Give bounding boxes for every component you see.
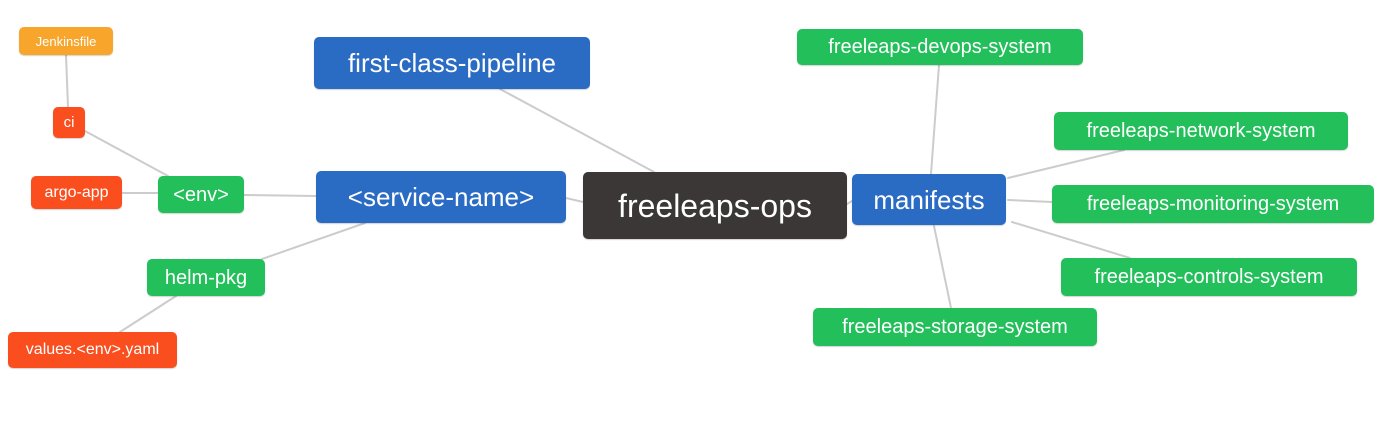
node-label: freeleaps-devops-system: [828, 36, 1052, 58]
node-values-env-yaml[interactable]: values.<env>.yaml: [8, 332, 177, 368]
node-helm-pkg[interactable]: helm-pkg: [147, 259, 265, 296]
edge-manifests-to-freeleaps-devops-system: [930, 64, 940, 175]
node-freeleaps-monitoring-system[interactable]: freeleaps-monitoring-system: [1052, 185, 1374, 223]
node-freeleaps-ops[interactable]: freeleaps-ops: [583, 172, 847, 239]
node-label: first-class-pipeline: [347, 48, 557, 78]
node-label: ci: [63, 114, 75, 131]
node-label: argo-app: [44, 183, 109, 201]
node-label: helm-pkg: [164, 266, 248, 289]
edge-service-name-to-freeleaps-ops: [565, 197, 584, 203]
node-label: <env>: [173, 183, 229, 206]
node-label: values.<env>.yaml: [25, 341, 160, 358]
edge-first-class-pipeline-to-freeleaps-ops: [499, 88, 655, 173]
node-freeleaps-network-system[interactable]: freeleaps-network-system: [1054, 112, 1348, 150]
node-manifests[interactable]: manifests: [852, 174, 1006, 225]
node-argo-app[interactable]: argo-app: [31, 176, 122, 209]
edge-jenkinsfile-to-ci: [65, 54, 69, 108]
node-label: freeleaps-controls-system: [1094, 266, 1324, 288]
edge-freeleaps-ops-to-manifests: [846, 200, 853, 205]
node-label: manifests: [873, 184, 985, 215]
edge-manifests-to-freeleaps-network-system: [1007, 149, 1125, 179]
node-first-class-pipeline[interactable]: first-class-pipeline: [314, 37, 590, 89]
edge-service-name-to-helm-pkg: [261, 222, 366, 260]
edge-helm-pkg-to-values-env-yaml: [119, 295, 177, 333]
edge-manifests-to-freeleaps-storage-system: [933, 225, 952, 309]
node-label: freeleaps-storage-system: [842, 316, 1068, 338]
node-freeleaps-devops-system[interactable]: freeleaps-devops-system: [797, 29, 1083, 65]
node-label: freeleaps-network-system: [1086, 120, 1316, 142]
edge-env-to-service-name: [243, 194, 317, 197]
node-label: freeleaps-ops: [618, 187, 812, 224]
node-ci[interactable]: ci: [53, 107, 85, 138]
node-env[interactable]: <env>: [158, 176, 244, 213]
edge-manifests-to-freeleaps-controls-system: [1011, 221, 1131, 259]
node-label: freeleaps-monitoring-system: [1086, 193, 1340, 215]
node-service-name[interactable]: <service-name>: [316, 171, 566, 223]
node-label: <service-name>: [347, 182, 535, 212]
edge-manifests-to-freeleaps-monitoring-system: [1007, 199, 1053, 203]
edge-ci-to-env: [84, 130, 169, 177]
node-jenkinsfile[interactable]: Jenkinsfile: [19, 27, 113, 55]
node-freeleaps-controls-system[interactable]: freeleaps-controls-system: [1061, 258, 1357, 296]
node-freeleaps-storage-system[interactable]: freeleaps-storage-system: [813, 308, 1097, 346]
node-label: Jenkinsfile: [35, 33, 97, 49]
